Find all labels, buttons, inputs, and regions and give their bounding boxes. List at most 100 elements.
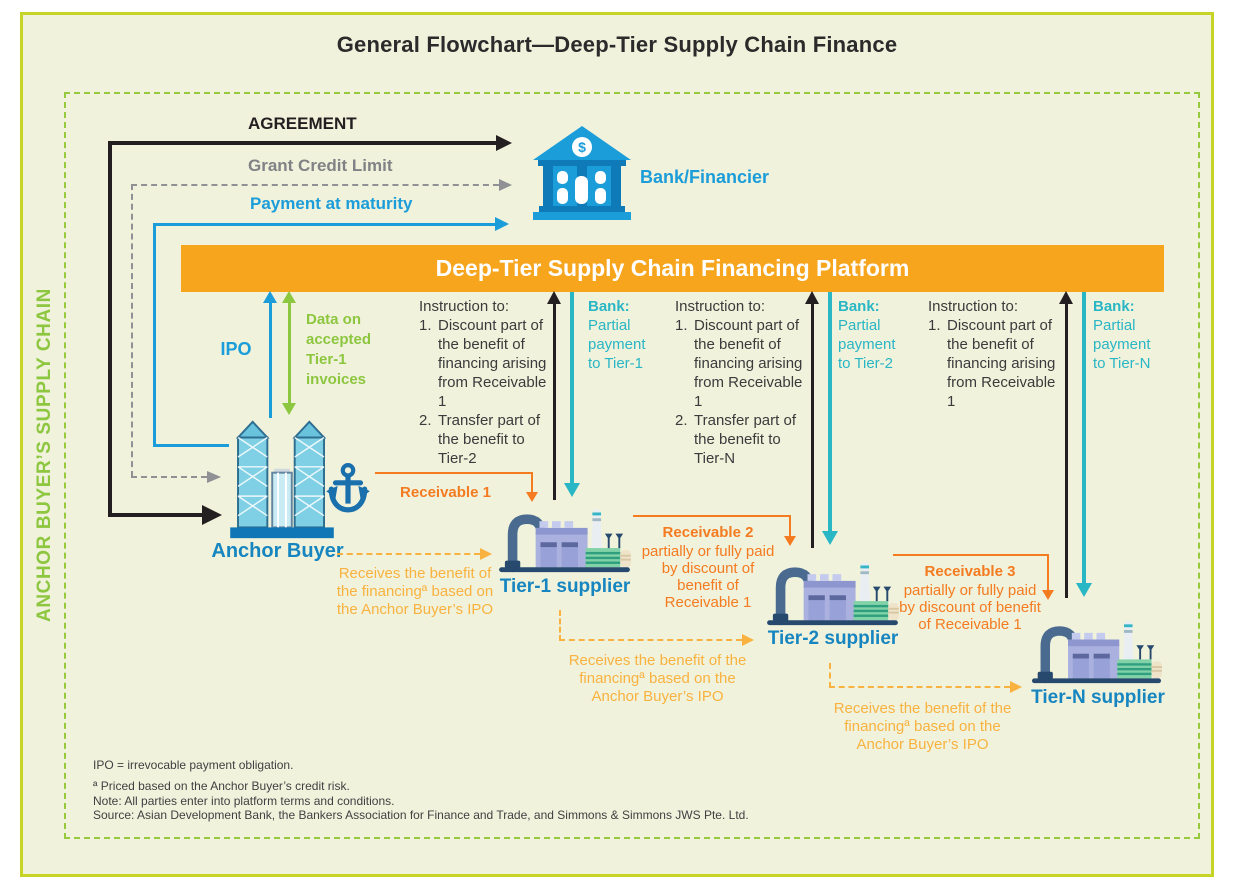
- platform-banner: Deep-Tier Supply Chain Financing Platfor…: [181, 245, 1164, 292]
- agreement-bottom-line: [108, 513, 202, 517]
- receivable1-block: Receivable 1: [378, 484, 513, 503]
- anchor-icon: [326, 463, 370, 513]
- data-on-invoices-label: Data on accepted Tier-1 invoices: [306, 310, 371, 390]
- buildings-icon: [230, 420, 334, 539]
- grant-credit-arrow-line: [131, 184, 499, 186]
- footnote-ipo: IPO = irrevocable payment obligation.: [93, 758, 294, 772]
- receivable1-arrowhead: [526, 492, 538, 502]
- down-arrow-line-3: [1082, 292, 1086, 584]
- up-arrowhead-3: [1059, 291, 1073, 304]
- down-arrowhead-2: [822, 531, 838, 545]
- payment-maturity-bottom-line: [153, 444, 229, 447]
- benefit-dashed-vline-3: [829, 663, 831, 688]
- instruction-block-1: Instruction to: 1. Discount part of the …: [419, 297, 551, 468]
- benefit-note-2: Receives the benefit of the financingª b…: [568, 652, 747, 705]
- data-arrowhead-down: [282, 403, 296, 415]
- ipo-label: IPO: [220, 339, 252, 359]
- down-arrowhead-1: [564, 483, 580, 497]
- agreement-label: AGREEMENT: [248, 114, 357, 133]
- factory-icon: [765, 553, 900, 628]
- grant-credit-limit-label: Grant Credit Limit: [248, 156, 393, 175]
- benefit-arrowhead-2: [742, 634, 754, 646]
- instruction-header: Instruction to:: [675, 298, 766, 315]
- instruction-item: 2. Transfer part of the benefit to Tier-…: [419, 412, 540, 467]
- bank-payment-block-2: Bank: Partial payment to Tier-2: [838, 298, 896, 372]
- instruction-block-3: Instruction to: 1. Discount part of the …: [928, 297, 1060, 411]
- up-arrowhead-1: [547, 291, 561, 304]
- data-arrowhead-up: [282, 291, 296, 303]
- down-arrowhead-3: [1076, 583, 1092, 597]
- footnote-source: Source: Asian Development Bank, the Bank…: [93, 808, 749, 822]
- bank-icon: $: [533, 126, 631, 220]
- tier1-supplier-label: Tier-1 supplier: [499, 576, 631, 597]
- payment-maturity-arrowhead: [495, 217, 509, 231]
- grant-credit-bottom-line: [131, 476, 207, 478]
- footnote-note: Note: All parties enter into platform te…: [93, 794, 395, 808]
- receivable3-line-v: [1047, 554, 1049, 592]
- receivable3-line-h: [893, 554, 1049, 556]
- receivable2-block: Receivable 2 partially or fully paid by …: [623, 524, 793, 611]
- up-arrow-line-1: [553, 303, 556, 500]
- factory-icon: [1030, 612, 1163, 686]
- data-label-line: Data on: [306, 311, 362, 328]
- supply-chain-dashed-border: [64, 92, 1200, 839]
- benefit-dashed-line-2: [559, 639, 742, 641]
- up-arrow-line-2: [811, 303, 814, 548]
- payment-maturity-vertical-line: [153, 223, 156, 447]
- ipo-arrowhead: [263, 291, 277, 303]
- agreement-vertical-line: [108, 141, 112, 517]
- instruction-header: Instruction to:: [419, 298, 510, 315]
- benefit-note-1: Receives the benefit of the financingª b…: [336, 565, 494, 618]
- receivable3-title: Receivable 3: [924, 563, 1016, 580]
- grant-credit-vertical-line: [131, 184, 133, 477]
- benefit-dashed-line-3: [829, 686, 1010, 688]
- data-arrow-line: [288, 302, 291, 404]
- receivable3-block: Receivable 3 partially or fully paid by …: [885, 563, 1055, 633]
- footnote-priced: ª Priced based on the Anchor Buyer’s cre…: [93, 779, 350, 793]
- receivable2-arrowhead: [784, 536, 796, 546]
- tierN-supplier-label: Tier-N supplier: [1031, 687, 1165, 708]
- grant-credit-arrowhead: [499, 179, 512, 191]
- instruction-item: 1. Discount part of the benefit of finan…: [675, 317, 803, 410]
- benefit-note-3: Receives the benefit of the financingª b…: [833, 700, 1012, 753]
- payment-maturity-arrow-line: [153, 223, 495, 226]
- up-arrowhead-2: [805, 291, 819, 304]
- receivable2-title: Receivable 2: [662, 524, 754, 541]
- receivable2-line-h: [633, 515, 791, 517]
- anchor-buyer-label: Anchor Buyer: [211, 540, 344, 562]
- instruction-header: Instruction to:: [928, 298, 1019, 315]
- data-label-line: Tier-1: [306, 351, 347, 368]
- agreement-bottom-arrowhead: [202, 505, 222, 525]
- receivable2-line-v: [789, 515, 791, 538]
- agreement-arrowhead: [496, 135, 512, 151]
- receivable1-title: Receivable 1: [400, 484, 491, 501]
- instruction-item: 2. Transfer part of the benefit to Tier-…: [675, 412, 796, 467]
- benefit-arrowhead-1: [480, 548, 492, 560]
- down-arrow-line-2: [828, 292, 832, 532]
- instruction-item: 1. Discount part of the benefit of finan…: [419, 317, 547, 410]
- bank-financier-label: Bank/Financier: [640, 167, 770, 187]
- page-title: General Flowchart—Deep-Tier Supply Chain…: [336, 32, 898, 57]
- factory-icon: [497, 500, 632, 575]
- up-arrow-line-3: [1065, 303, 1068, 598]
- data-label-line: accepted: [306, 331, 372, 348]
- benefit-arrowhead-3: [1010, 681, 1022, 693]
- data-label-line: invoices: [306, 371, 367, 388]
- bank-payment-block-3: Bank: Partial payment to Tier-N: [1093, 298, 1151, 372]
- agreement-arrow-line: [108, 141, 496, 145]
- benefit-dashed-vline-2: [559, 610, 561, 641]
- receivable1-line-v: [531, 472, 533, 493]
- supply-chain-side-label: ANCHOR BUYER’S SUPPLY CHAIN: [34, 288, 55, 622]
- benefit-dashed-line-1: [337, 553, 480, 555]
- bank-dollar-glyph: $: [578, 139, 586, 155]
- receivable3-arrowhead: [1042, 590, 1054, 600]
- tier2-supplier-label: Tier-2 supplier: [767, 628, 899, 649]
- down-arrow-line-1: [570, 292, 574, 484]
- receivable1-line-h: [375, 472, 533, 474]
- grant-credit-bottom-arrowhead: [207, 471, 221, 483]
- instruction-block-2: Instruction to: 1. Discount part of the …: [675, 297, 807, 468]
- ipo-arrow-line: [269, 302, 272, 418]
- bank-payment-block-1: Bank: Partial payment to Tier-1: [588, 298, 646, 372]
- instruction-item: 1. Discount part of the benefit of finan…: [928, 317, 1056, 410]
